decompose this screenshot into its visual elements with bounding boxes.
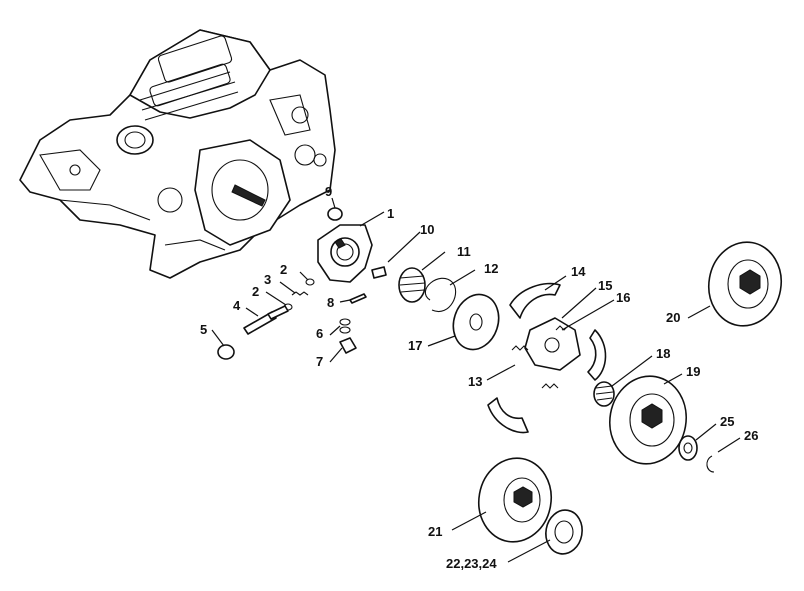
label-21: 21	[428, 524, 442, 539]
label-25: 25	[720, 414, 734, 429]
part-7-fitting	[339, 337, 357, 354]
label-8: 8	[327, 295, 334, 310]
label-16: 16	[616, 290, 630, 305]
clutch-shoe-lower	[487, 397, 529, 434]
label-1: 1	[387, 206, 394, 221]
label-19: 19	[686, 364, 700, 379]
part-22-24-rim-sprocket	[545, 509, 583, 555]
part-9-plug	[327, 207, 343, 221]
clutch-shoe-right	[587, 329, 607, 381]
part-8-pin	[349, 293, 367, 304]
label-9: 9	[325, 184, 332, 199]
engine-crankcase-assembly	[19, 29, 336, 279]
part-5-plug	[217, 344, 235, 360]
part-18-needle-bearing	[593, 381, 615, 407]
part-number-labels: 1 9 10 11 12 2 3 2 4 5 8 6 7 14 15 16 17…	[200, 184, 758, 571]
part-13-springs	[511, 345, 559, 389]
part-6-o-rings	[339, 318, 351, 334]
label-10: 10	[420, 222, 434, 237]
label-2-lower: 2	[252, 284, 259, 299]
label-3: 3	[264, 272, 271, 287]
part-14-clutch-shoe	[509, 282, 561, 319]
part-26-e-clip	[706, 455, 715, 473]
part-19-clutch-drum	[609, 375, 687, 465]
label-20: 20	[666, 310, 680, 325]
label-6: 6	[316, 326, 323, 341]
part-10-screw	[371, 266, 387, 279]
label-15: 15	[598, 278, 612, 293]
label-17: 17	[408, 338, 422, 353]
label-22-23-24: 22,23,24	[446, 556, 497, 571]
label-18: 18	[656, 346, 670, 361]
part-17-washer-plate	[452, 293, 500, 351]
part-15-clutch-carrier	[524, 317, 581, 371]
leader-lines	[211, 197, 741, 563]
label-13: 13	[468, 374, 482, 389]
label-2-upper: 2	[280, 262, 287, 277]
part-21-clutch-drum	[478, 457, 552, 543]
part-12-spring-clip	[424, 277, 457, 313]
part-4-adjusting-screw	[243, 305, 289, 335]
label-14: 14	[571, 264, 586, 279]
label-5: 5	[200, 322, 207, 337]
label-11: 11	[457, 244, 471, 259]
label-7: 7	[316, 354, 323, 369]
label-4: 4	[233, 298, 241, 313]
part-1-oil-pump-housing	[317, 224, 373, 283]
part-25-washer	[678, 435, 698, 461]
label-26: 26	[744, 428, 758, 443]
part-20-clutch-drum	[708, 241, 782, 327]
part-11-worm-gear	[398, 267, 426, 303]
label-12: 12	[484, 261, 498, 276]
